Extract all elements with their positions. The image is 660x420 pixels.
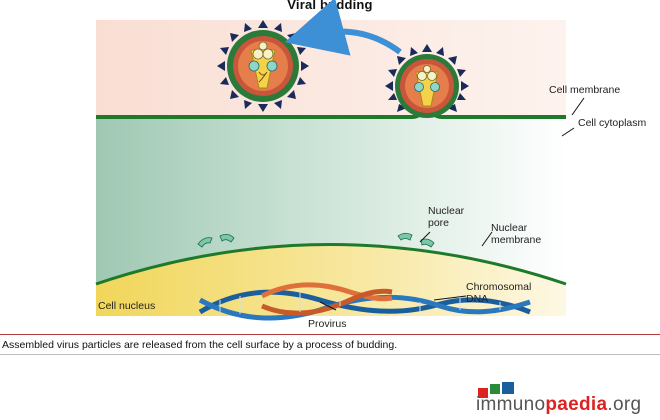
- release-arrow: [284, 0, 402, 56]
- logo-cubes-icon: [478, 382, 514, 398]
- logo-text-paedia: paedia: [545, 394, 608, 415]
- logo-text-immuno: immuno: [476, 394, 546, 415]
- figure-caption: Assembled virus particles are released f…: [2, 339, 398, 351]
- label-cell-membrane: Cell membrane: [549, 84, 620, 96]
- logo-text-org: .org: [607, 394, 642, 415]
- provirus: [260, 282, 393, 316]
- viral-budding-diagram: Cell membrane Cell cytoplasm Nuclearpore…: [95, 0, 647, 330]
- label-provirus: Provirus: [308, 318, 347, 330]
- budding-virus-particle: [385, 44, 469, 118]
- immunopaedia-logo[interactable]: immunopaedia.org: [476, 382, 660, 420]
- nuclear-pore-left: [197, 234, 235, 248]
- released-virus-particle: [217, 20, 309, 112]
- label-cell-cytoplasm: Cell cytoplasm: [578, 117, 647, 129]
- footer-divider: [0, 354, 660, 355]
- caption-divider: [0, 334, 660, 335]
- nuclear-membrane: [95, 243, 567, 286]
- label-pointers: [319, 97, 585, 311]
- nuclear-pore-right: [397, 232, 435, 248]
- label-cell-nucleus: Cell nucleus: [98, 300, 155, 312]
- dna-rungs: [219, 292, 501, 314]
